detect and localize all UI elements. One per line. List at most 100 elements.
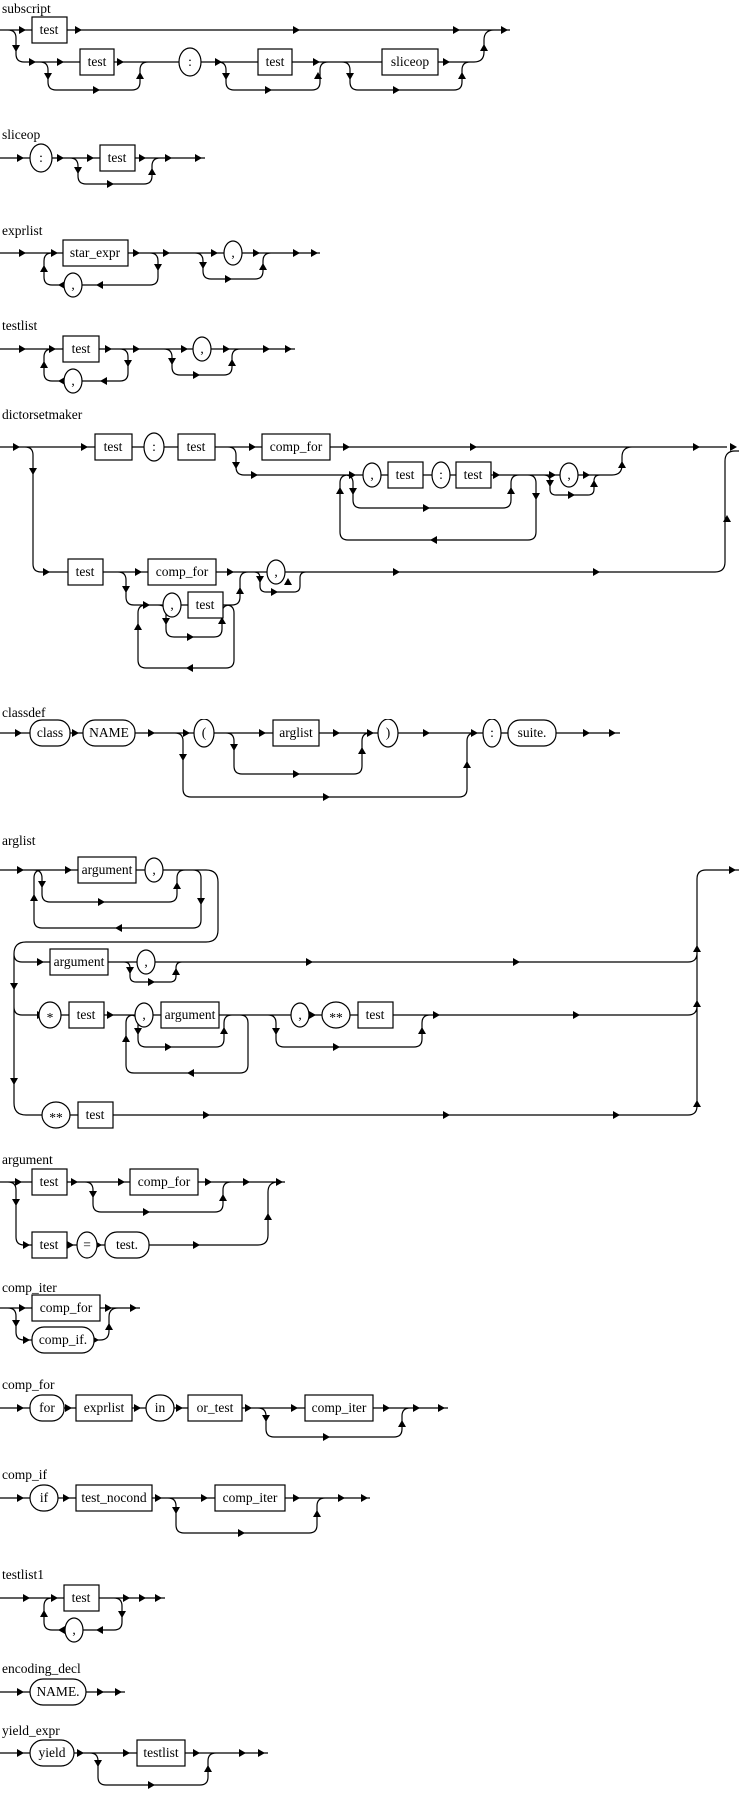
terminal-stadium [507,719,557,747]
node-label: = [83,1237,91,1252]
node-label: test [40,22,59,37]
terminal-stadium [104,1231,150,1259]
node-label: , [144,954,147,969]
nonterminal-box [187,1394,243,1422]
rail [0,252,320,286]
rule-title-arglist: arglist [2,833,36,848]
nonterminal-box [147,558,217,586]
node-label: : [188,54,192,69]
diagram-comp-iter: comp_for comp_if. [0,1294,140,1354]
node-label: , [170,597,173,612]
nonterminal-box [214,1484,286,1512]
node-label: for [39,1400,55,1415]
nonterminal-box [75,1394,133,1422]
node-label: , [567,467,570,482]
rail [0,1307,140,1341]
nonterminal-box [49,948,109,976]
node-label: argument [165,1007,216,1022]
terminal-oval [193,719,215,748]
rule-title-classdef: classdef [2,705,46,720]
node-label: test_nocond [81,1490,146,1505]
rule-title-comp-iter: comp_iter [2,1280,57,1295]
terminal-stadium [29,1484,59,1512]
arrowheads [12,1304,137,1344]
rule-title-argument: argument [2,1152,53,1167]
node-label: test [187,439,206,454]
terminal-oval [64,1617,84,1643]
terminal-oval [134,1002,154,1028]
nonterminal-box [187,591,224,619]
nonterminal-box [387,461,424,489]
diagram-encoding-decl: NAME. [0,1678,125,1706]
node-label: , [72,1622,75,1637]
nonterminal-box [31,16,68,44]
rail [0,157,205,185]
nonterminal-box [261,433,331,461]
terminal-oval [266,559,286,585]
diagram-argument: test comp_for test = test. [0,1168,285,1259]
terminal-oval [559,462,579,488]
node-label: ) [386,725,391,740]
node-label: : [39,150,43,165]
node-label: test [196,597,215,612]
terminal-stadium [29,1394,65,1422]
nonterminal-box [272,719,320,747]
node-label: test [77,1007,96,1022]
diagram-arglist: argument , argument , * test , argument … [0,856,739,1129]
diagram-testlist1: test , [0,1584,165,1643]
node-label: , [231,245,234,260]
diagram-classdef: class NAME ( arglist ) : suite. [0,719,620,801]
node-label: test [464,467,483,482]
terminal-oval [29,143,53,173]
terminal-oval [482,719,502,748]
node-label: NAME [89,725,129,740]
node-label: : [490,725,494,740]
diagram-dictorsetmaker: test : test comp_for , test : test , tes… [0,432,739,672]
rule-title-testlist: testlist [2,318,38,333]
rule-title-exprlist: exprlist [2,223,43,238]
nonterminal-box [455,461,492,489]
terminal-oval [38,1001,62,1029]
nonterminal-box [129,1168,199,1196]
node-label: , [298,1007,301,1022]
node-label: test [266,54,285,69]
node-label: test [104,439,123,454]
nonterminal-box [75,1484,153,1512]
node-label: comp_iter [312,1400,367,1415]
node-label: star_expr [70,245,121,260]
nonterminal-box [63,1584,100,1612]
nonterminal-box [94,433,133,461]
node-label: comp_if. [39,1332,87,1347]
node-label: test [396,467,415,482]
diagram-yield-expr: yield testlist [0,1739,268,1789]
nonterminal-box [304,1394,374,1422]
rule-title-yield-expr: yield_expr [2,1723,60,1738]
node-label: , [370,467,373,482]
node-label: class [37,725,63,740]
node-label: comp_iter [223,1490,278,1505]
nonterminal-box [77,856,137,884]
node-label: , [142,1007,145,1022]
node-label: or_test [197,1400,234,1415]
node-label: test [76,564,95,579]
node-label: , [71,373,74,388]
node-label: ** [49,1110,63,1125]
node-label: test. [116,1237,138,1252]
terminal-oval [192,336,212,362]
terminal-oval [63,368,83,394]
rule-title-dictorsetmaker: dictorsetmaker [2,407,83,422]
nonterminal-box [357,1001,394,1029]
terminal-oval [144,857,164,883]
terminal-oval [143,432,165,462]
rule-title-sliceop: sliceop [2,127,41,142]
node-label: comp_for [138,1174,191,1189]
terminal-oval [178,47,202,77]
terminal-stadium [31,1326,95,1354]
rail [0,348,295,382]
rail [0,1597,165,1631]
rail [0,869,739,1116]
nonterminal-box [62,335,100,363]
terminal-oval [321,1001,351,1029]
terminal-oval [63,272,83,298]
